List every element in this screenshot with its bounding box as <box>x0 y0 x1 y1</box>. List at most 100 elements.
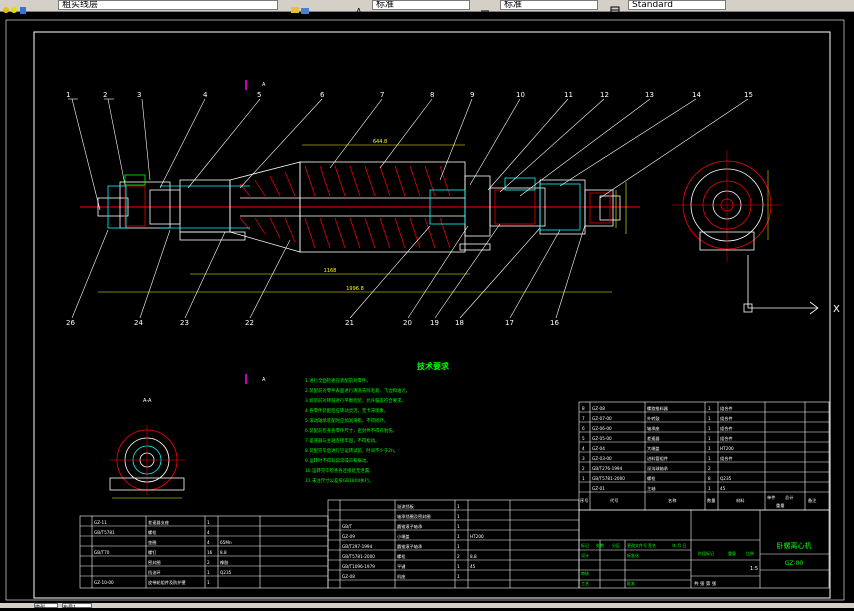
table-style-dropdown[interactable]: Standard <box>628 0 726 10</box>
cyan-details <box>107 177 581 231</box>
title-block-label: 标准化 <box>627 552 639 558</box>
table-header-unit: 单件 <box>767 494 775 501</box>
text-style-value: 标准 <box>376 0 395 10</box>
balloon-10: 10 <box>516 91 525 99</box>
dim-overall-length: 1996.8 <box>346 286 364 292</box>
title-block-label: 更改文件号 <box>627 542 647 548</box>
table-cell-name: 皮带轮组件及防护罩 <box>148 579 186 586</box>
outer-frame <box>5 19 845 601</box>
title-block-labels: 标记处数分区更改文件号签名年.月.日设计标准化审核工艺批准阶段标记重量比例 <box>581 542 754 586</box>
table-cell-code: GZ-06-00 <box>592 426 612 431</box>
table-header-material: 材料 <box>736 497 745 504</box>
tab-model[interactable]: 模型 <box>34 603 58 611</box>
title-block-label: 重量 <box>728 550 736 556</box>
table-cell-code: GB/T5781 <box>94 530 115 535</box>
balloon-21: 21 <box>345 319 354 327</box>
table-cell-code: GB/T1096-1979 <box>342 564 375 569</box>
layers-icon[interactable] <box>290 0 312 14</box>
title-block-label: 处数 <box>596 542 604 548</box>
status-bar: 模型 布局1 <box>0 603 854 611</box>
tech-req-5: 5.滚动轴承装配时应加润滑脂，不得损坏。 <box>305 417 388 424</box>
title-block-label: 标记 <box>581 542 589 548</box>
table-cell-name: 差速器 <box>647 435 660 442</box>
section-mark-mid-label: A <box>262 377 266 383</box>
balloon-23: 23 <box>180 319 189 327</box>
table-cell-name: 轴承挡圈及密封圈 <box>397 513 431 520</box>
title-block-label: 工艺 <box>581 581 589 586</box>
table-cell-no: 7 <box>582 416 585 421</box>
balloon-20: 20 <box>403 319 412 327</box>
table-cell-qty: 1 <box>708 456 711 461</box>
text-style-icon[interactable]: A <box>355 0 365 16</box>
top-toolbar: 粗实线层 A 标准 标准 Standard <box>0 0 854 16</box>
balloons-top: 1 2 3 4 5 6 7 8 9 10 11 12 13 14 15 <box>66 91 753 99</box>
tech-req-4: 4.各零件装配后应转动灵活，无卡滞现象。 <box>305 407 388 414</box>
table-cell-qty: 4 <box>207 540 210 545</box>
dim-style-icon[interactable] <box>480 0 490 12</box>
tech-req-7: 7.差速器与主轴连接牢固，不得松动。 <box>305 437 379 444</box>
dim-style-value: 标准 <box>504 0 523 10</box>
dimension-lines <box>98 144 627 293</box>
table-cell-material: 组合件 <box>720 435 733 442</box>
table-cell-no: 1 <box>582 476 585 481</box>
table-cell-material: 45 <box>720 486 726 491</box>
layer-state-icons[interactable] <box>2 0 26 14</box>
table-cell-no: 2 <box>582 466 585 471</box>
table-cell-name: 平键 <box>397 563 406 570</box>
dim-style-dropdown[interactable]: 标准 <box>500 0 598 10</box>
balloon-18: 18 <box>455 319 464 327</box>
text-style-dropdown[interactable]: 标准 <box>372 0 470 10</box>
tab-layout1-label: 布局1 <box>63 605 77 611</box>
table-cell-code: GB/T276-1994 <box>592 466 623 471</box>
table-cell-qty: 1 <box>457 564 460 569</box>
table-cell-code: GZ-11 <box>94 520 107 525</box>
balloons-bottom: 26 24 23 22 21 20 19 18 17 16 <box>66 319 559 327</box>
drawing-canvas[interactable]: 644.8 1168 1996.8 1 2 3 4 5 <box>0 12 854 604</box>
table-style-icon[interactable] <box>610 0 620 15</box>
table-cell-name: 大端盖 <box>647 445 660 452</box>
table-cell-name: 螺栓 <box>397 553 406 560</box>
tech-req-3: 3.组装前对转鼓进行平衡检验，允许偏差符合要求。 <box>305 397 406 404</box>
table-cell-qty: 1 <box>708 436 711 441</box>
table-cell-name: 机座 <box>397 573 405 580</box>
balloon-15: 15 <box>744 91 753 99</box>
table-header-name: 名称 <box>668 497 676 504</box>
table-cell-material: 8.8 <box>470 554 477 559</box>
tech-req-11: 11.未注尺寸公差按GB1804执行。 <box>305 477 373 484</box>
table-cell-name: 外转鼓 <box>647 415 660 422</box>
parts-table-right <box>578 401 830 511</box>
table-cell-no: 8 <box>582 406 585 411</box>
tab-layout1[interactable]: 布局1 <box>62 603 92 611</box>
tech-req-list: 1.进行全面检查在装配前对零件。 2.装配前对零件表面进行清洗去除毛刺、飞边和油… <box>305 377 410 484</box>
table-header-code: 代号 <box>610 497 618 504</box>
section-mark-mid: A <box>245 374 266 384</box>
layer-dropdown[interactable]: 粗实线层 <box>58 0 278 10</box>
table-cell-qty: 8 <box>708 476 711 481</box>
table-header-no: 序号 <box>580 497 588 504</box>
table-cell-name: 螺栓 <box>148 529 157 536</box>
section-mark-top-label: A <box>262 82 266 88</box>
table-cell-qty: 1 <box>457 514 460 519</box>
drawing-scale: 1:5 <box>750 566 758 572</box>
table-cell-material: 8.8 <box>220 550 227 555</box>
table-cell-name: 主轴 <box>647 485 655 492</box>
tech-req-9: 9.运转时不得有异常噪声和振动。 <box>305 457 371 464</box>
balloon-6: 6 <box>320 91 325 99</box>
end-view-right <box>672 150 782 262</box>
table-cell-name: 溢流挡板 <box>397 503 415 510</box>
balloon-17: 17 <box>505 319 514 327</box>
balloon-8: 8 <box>430 91 434 99</box>
table-cell-code: GB/T70 <box>94 550 110 555</box>
table-cell-qty: 1 <box>457 504 460 509</box>
balloon-24: 24 <box>134 319 143 327</box>
table-cell-qty: 2 <box>708 466 711 471</box>
table-cell-no: 5 <box>582 436 585 441</box>
table-header-total: 总计 <box>785 494 793 501</box>
tech-req-title: 技术要求 <box>417 361 450 371</box>
table-cell-code: GB/T297-1994 <box>342 544 373 549</box>
table-cell-no: 4 <box>582 446 585 451</box>
balloon-9: 9 <box>470 91 474 99</box>
table-cell-code: GB/T5781-2000 <box>342 554 375 559</box>
